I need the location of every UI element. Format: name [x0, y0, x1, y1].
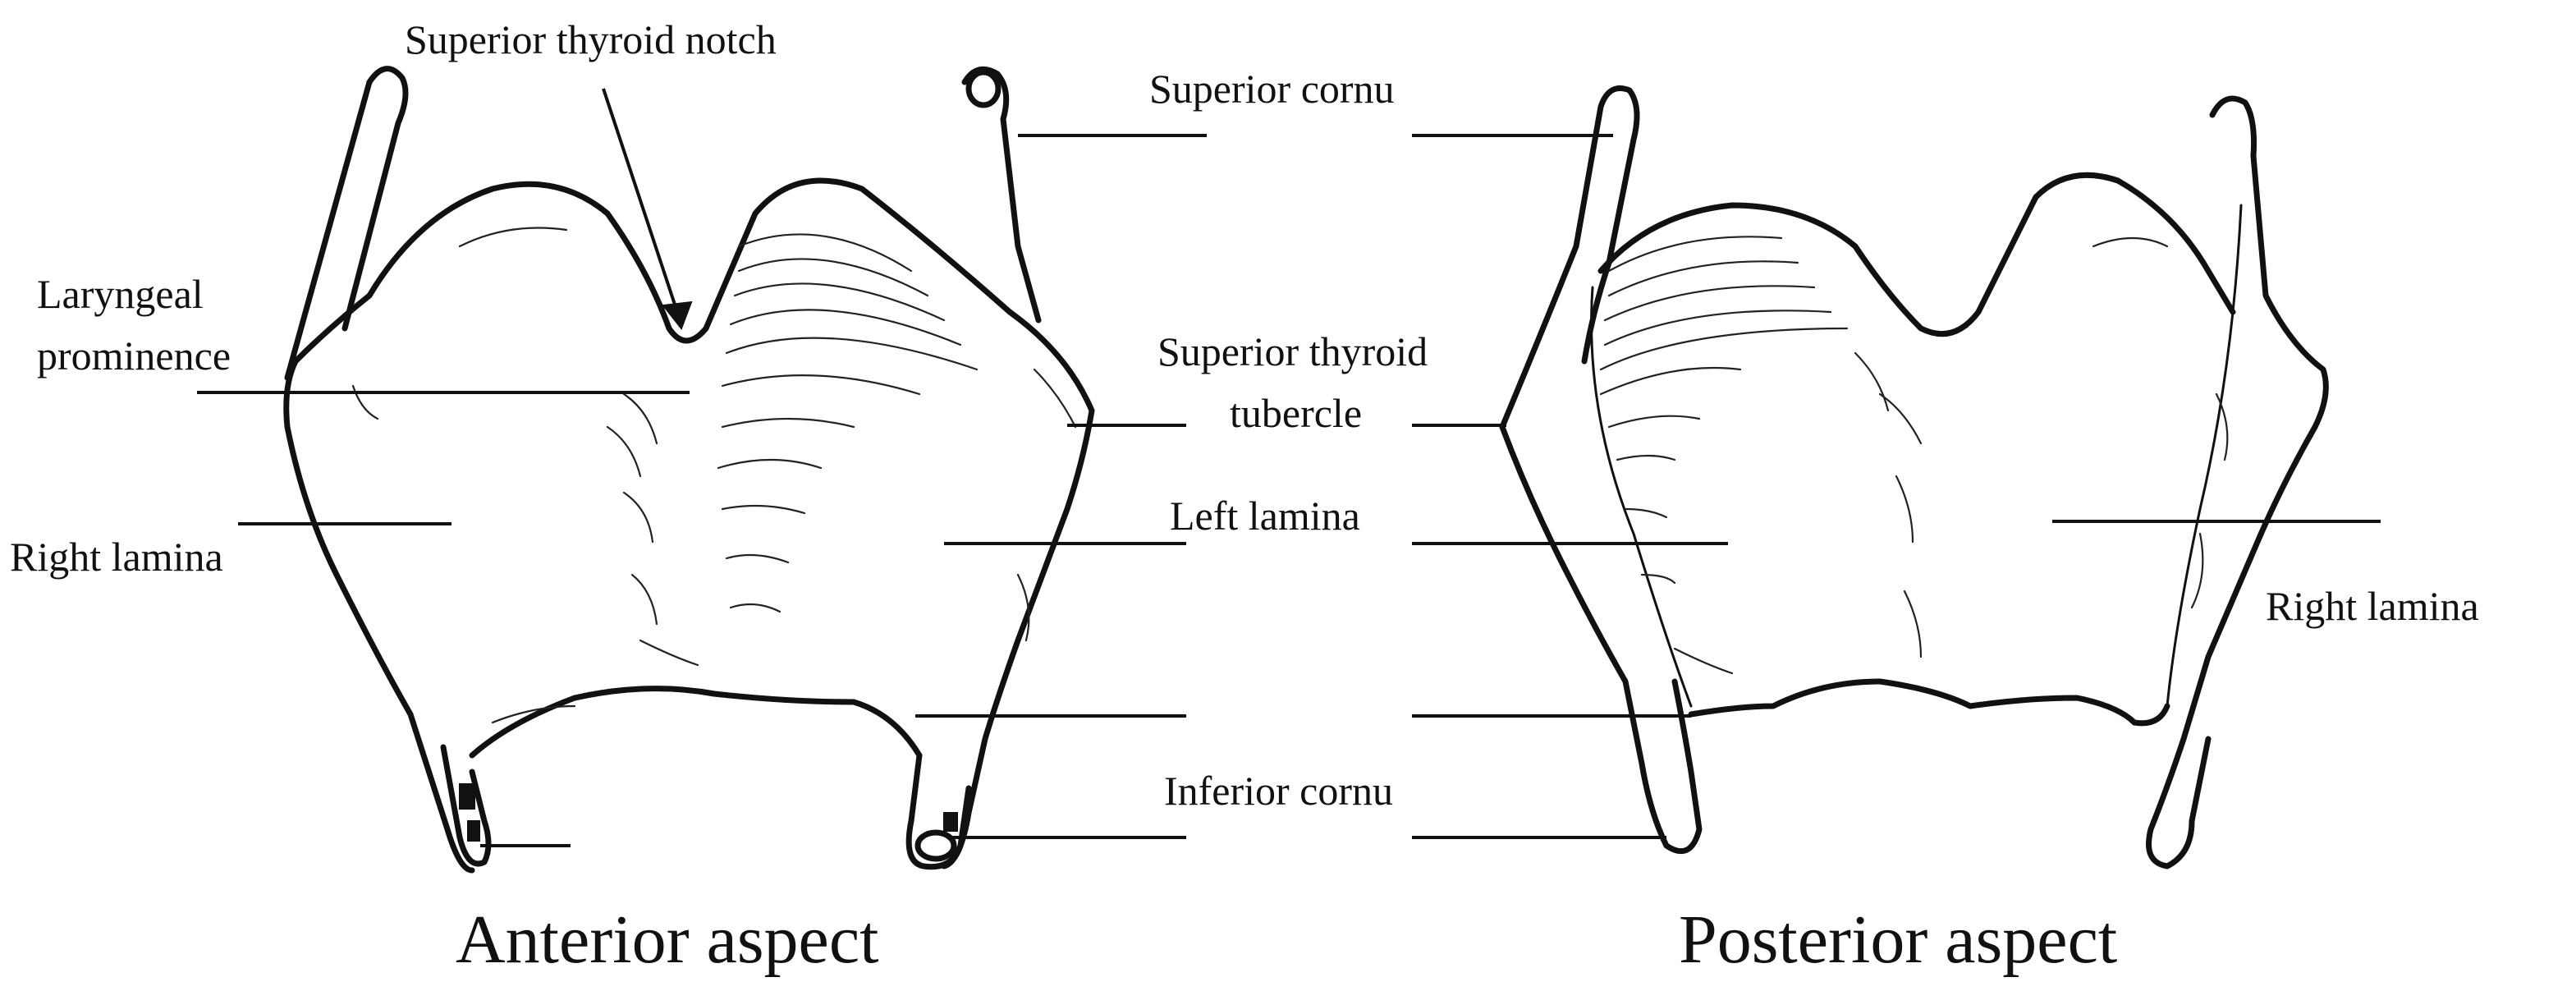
posterior-upper-border: [1597, 172, 2236, 337]
label-left-lamina: Left lamina: [1170, 493, 1360, 539]
caption-posterior-aspect: Posterior aspect: [1679, 902, 2117, 978]
posterior-inferior-border: [1688, 678, 2138, 726]
label-superior-thyroid-tubercle-line2: tubercle: [1230, 390, 1362, 436]
label-superior-thyroid-notch: Superior thyroid notch: [405, 16, 777, 62]
label-right-lamina-anterior: Right lamina: [10, 534, 223, 580]
label-laryngeal-prominence-line2: prominence: [37, 333, 231, 379]
anterior-inferior-border: [469, 686, 923, 759]
label-inferior-cornu: Inferior cornu: [1164, 768, 1393, 814]
anterior-right-inferior-cornu: [440, 744, 492, 867]
caption-anterior-aspect: Anterior aspect: [456, 902, 878, 978]
label-laryngeal-prominence-line1: Laryngeal: [37, 271, 204, 317]
leader-lines: [197, 88, 2381, 847]
labels: Superior thyroid notch Superior cornu La…: [10, 16, 2479, 814]
anterior-left-lamina-border: [941, 407, 1095, 869]
label-superior-thyroid-tubercle-line1: Superior thyroid: [1157, 328, 1428, 374]
anterior-right-lamina-border: [283, 292, 475, 874]
posterior-right-lamina-border: [2146, 424, 2318, 869]
anterior-aspect-drawing: [283, 66, 1095, 874]
leader-notch-arrowhead: [662, 301, 693, 331]
label-right-lamina-posterior: Right lamina: [2266, 583, 2479, 629]
posterior-aspect-drawing: [1499, 85, 2329, 869]
anterior-left-inferior-cornu: [905, 752, 972, 870]
anterior-upper-border: [366, 177, 1095, 414]
anterior-left-superior-cornu: [961, 66, 1042, 323]
leader-notch: [602, 88, 679, 313]
posterior-left-superior-cornu: [1499, 85, 1640, 430]
anterior-left-cornu-tip: [965, 69, 1002, 108]
anterior-right-superior-cornu: [284, 66, 409, 381]
posterior-left-lamina-border: [1499, 424, 1703, 855]
label-superior-cornu: Superior cornu: [1149, 66, 1395, 112]
posterior-right-superior-cornu: [2209, 95, 2329, 430]
